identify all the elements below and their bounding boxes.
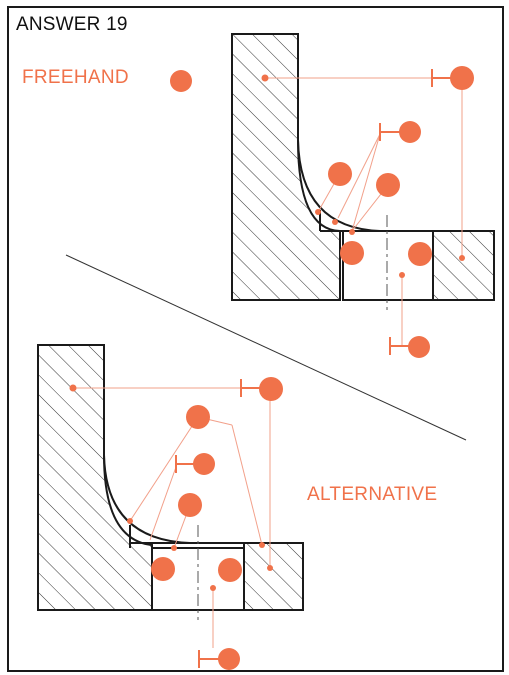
freehand-label: FREEHAND [22, 67, 129, 88]
bottom-fillet-curve [103, 454, 191, 544]
bottom-section-view [37, 344, 304, 670]
top-section-view [231, 33, 495, 358]
freehand-marker-dot [170, 70, 192, 92]
alternative-label: ALTERNATIVE [307, 484, 438, 505]
top-right-block [432, 230, 495, 301]
bottom-vertical-leg [37, 344, 153, 611]
answer-title: ANSWER 19 [16, 14, 128, 35]
top-vertical-leg [231, 33, 341, 301]
bottom-right-block [243, 542, 304, 611]
top-fillet-curve [297, 139, 381, 232]
divider-line [65, 254, 467, 441]
